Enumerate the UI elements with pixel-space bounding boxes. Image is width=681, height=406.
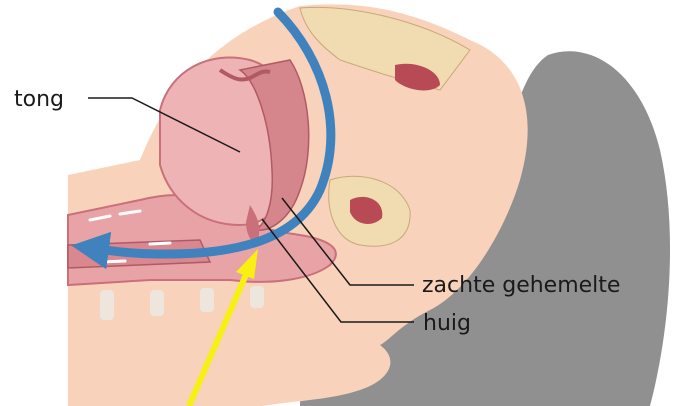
soft-palate-label: zachte gehemelte: [422, 273, 620, 298]
tongue-label: tong: [14, 87, 64, 112]
uvula-label: huig: [423, 311, 471, 336]
